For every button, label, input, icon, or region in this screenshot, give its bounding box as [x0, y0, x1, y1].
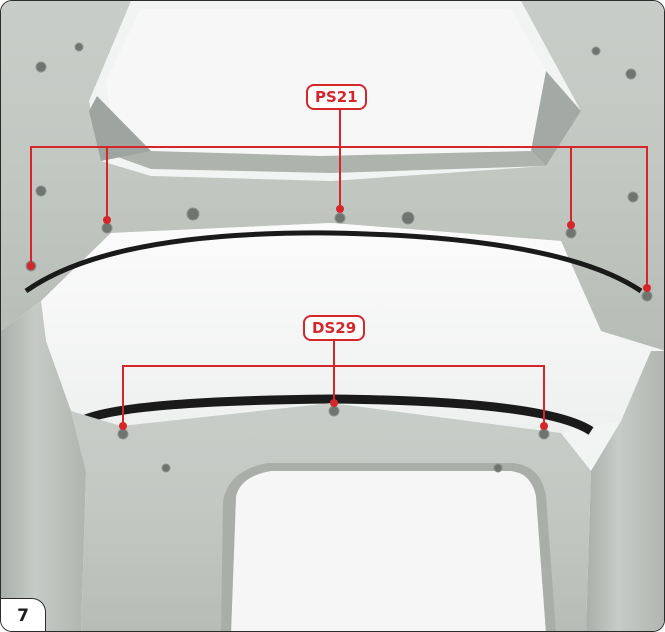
- callout-dots: [27, 205, 651, 430]
- window-seal-upper: [24, 230, 643, 294]
- ds29-leader-lines: [122, 338, 545, 426]
- ps21-leader-lines: [30, 98, 648, 288]
- left-pillar: [1, 301, 86, 631]
- roof-opening: [106, 9, 546, 156]
- step-number-badge: 7: [1, 598, 46, 631]
- upper-frame: [1, 1, 664, 351]
- door-opening: [231, 471, 546, 631]
- right-pillar: [586, 351, 664, 631]
- callout-ps21-label: PS21: [306, 84, 367, 110]
- callout-ds29-label: DS29: [303, 315, 366, 341]
- window-seal-lower: [78, 394, 594, 435]
